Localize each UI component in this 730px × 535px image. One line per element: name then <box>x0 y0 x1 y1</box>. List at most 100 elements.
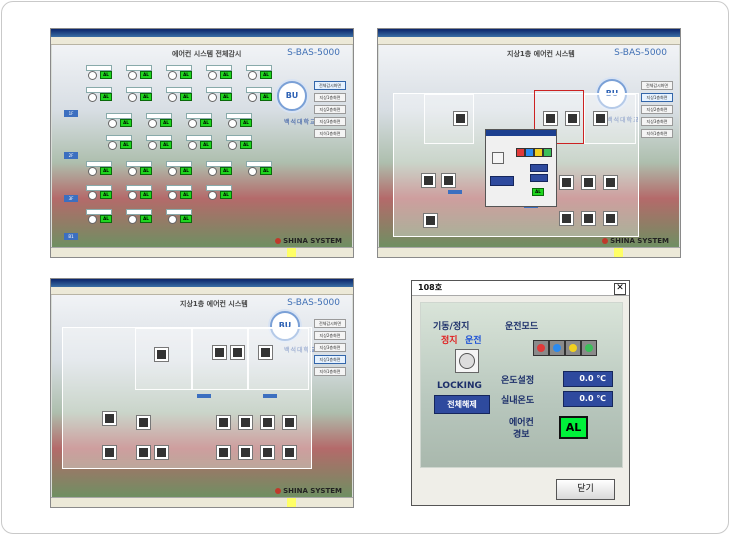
unit-alarm[interactable]: AL <box>100 191 112 199</box>
menu-bar[interactable] <box>51 287 353 295</box>
unit-icon[interactable] <box>208 93 217 102</box>
ac-unit-icon[interactable] <box>582 176 595 189</box>
mode-cool-button[interactable] <box>516 148 525 157</box>
ac-unit-icon[interactable] <box>217 416 230 429</box>
room[interactable] <box>584 94 636 144</box>
ac-unit-icon[interactable] <box>442 174 455 187</box>
ac-unit-icon[interactable] <box>560 176 573 189</box>
ac-unit-icon[interactable] <box>454 112 467 125</box>
unit-alarm[interactable]: AL <box>180 93 192 101</box>
unit-alarm[interactable]: AL <box>140 167 152 175</box>
ac-unit-icon[interactable] <box>283 446 296 459</box>
unit-alarm[interactable]: AL <box>100 71 112 79</box>
unit-alarm[interactable]: AL <box>220 71 232 79</box>
power-switch-icon[interactable] <box>492 152 504 164</box>
ac-unit-icon[interactable] <box>604 212 617 225</box>
unit-icon[interactable] <box>228 119 237 128</box>
close-icon[interactable]: ✕ <box>614 283 626 295</box>
unit-alarm[interactable]: AL <box>140 215 152 223</box>
unit-alarm[interactable]: AL <box>220 167 232 175</box>
unit-icon[interactable] <box>88 71 97 80</box>
ac-unit-icon[interactable] <box>259 346 272 359</box>
unit-alarm[interactable]: AL <box>180 191 192 199</box>
unit-alarm[interactable]: AL <box>160 119 172 127</box>
ac-unit-icon[interactable] <box>422 174 435 187</box>
unit-alarm[interactable]: AL <box>260 93 272 101</box>
ac-unit-icon[interactable] <box>582 212 595 225</box>
ac-unit-icon[interactable] <box>155 446 168 459</box>
nav-button-floor2[interactable]: 지상2층화면 <box>314 331 346 340</box>
unit-icon[interactable] <box>128 191 137 200</box>
unit-alarm[interactable]: AL <box>180 71 192 79</box>
ac-unit-icon[interactable] <box>239 416 252 429</box>
mode-heat-button[interactable] <box>525 148 534 157</box>
unit-icon[interactable] <box>148 119 157 128</box>
unit-alarm[interactable]: AL <box>120 119 132 127</box>
unit-alarm[interactable]: AL <box>220 191 232 199</box>
nav-button-floor3[interactable]: 지상3층화면 <box>314 117 346 126</box>
room[interactable] <box>191 328 249 390</box>
unit-icon[interactable] <box>128 215 137 224</box>
unit-icon[interactable] <box>168 215 177 224</box>
unit-alarm[interactable]: AL <box>200 119 212 127</box>
unit-control-popup[interactable]: AL <box>485 129 557 207</box>
unit-icon[interactable] <box>168 93 177 102</box>
unit-icon[interactable] <box>248 167 257 176</box>
ac-unit-icon[interactable] <box>560 212 573 225</box>
ac-unit-icon[interactable] <box>231 346 244 359</box>
ac-unit-icon[interactable] <box>424 214 437 227</box>
nav-button-floor2[interactable]: 지상2층화면 <box>314 105 346 114</box>
unit-icon[interactable] <box>128 167 137 176</box>
unit-alarm[interactable]: AL <box>140 191 152 199</box>
nav-button-floor3[interactable]: 지상3층화면 <box>314 343 346 352</box>
unit-icon[interactable] <box>188 141 197 150</box>
unit-icon[interactable] <box>88 191 97 200</box>
unit-icon[interactable] <box>108 119 117 128</box>
unlock-all-button[interactable] <box>490 176 514 186</box>
unit-control-dialog[interactable]: 108호 ✕ 기동/정지 정지 운전 운전모드 LOCKING 전체해제 온도설… <box>411 280 630 506</box>
ac-unit-icon[interactable] <box>103 446 116 459</box>
power-switch[interactable] <box>455 349 479 373</box>
ac-unit-icon[interactable] <box>155 348 168 361</box>
unit-alarm[interactable]: AL <box>140 71 152 79</box>
menu-bar[interactable] <box>378 37 680 45</box>
unit-icon[interactable] <box>208 167 217 176</box>
nav-button-floor1[interactable]: 지상1층화면 <box>641 93 673 102</box>
nav-button-overall[interactable]: 전체감시화면 <box>314 319 346 328</box>
unit-icon[interactable] <box>208 191 217 200</box>
ac-unit-icon[interactable] <box>261 416 274 429</box>
unit-icon[interactable] <box>248 93 257 102</box>
unit-alarm[interactable]: AL <box>240 119 252 127</box>
unit-icon[interactable] <box>208 71 217 80</box>
unit-icon[interactable] <box>168 191 177 200</box>
unit-alarm[interactable]: AL <box>240 141 252 149</box>
unit-alarm[interactable]: AL <box>260 167 272 175</box>
ac-unit-icon[interactable] <box>213 346 226 359</box>
ac-unit-icon[interactable] <box>604 176 617 189</box>
ac-unit-icon[interactable] <box>103 412 116 425</box>
nav-button-overall[interactable]: 전체감시화면 <box>641 81 673 90</box>
unlock-all-button[interactable]: 전체해제 <box>434 395 490 414</box>
unit-alarm[interactable]: AL <box>100 215 112 223</box>
unit-icon[interactable] <box>168 71 177 80</box>
unit-icon[interactable] <box>148 141 157 150</box>
nav-button-basement[interactable]: 지하1층화면 <box>314 129 346 138</box>
nav-button-floor3[interactable]: 지상3층화면 <box>641 117 673 126</box>
ac-unit-icon[interactable] <box>261 446 274 459</box>
unit-icon[interactable] <box>228 141 237 150</box>
mode-dry-button[interactable] <box>581 340 597 356</box>
nav-button-overall[interactable]: 전체감시화면 <box>314 81 346 90</box>
unit-icon[interactable] <box>128 71 137 80</box>
unit-alarm[interactable]: AL <box>100 93 112 101</box>
menu-bar[interactable] <box>51 37 353 45</box>
unit-alarm[interactable]: AL <box>160 141 172 149</box>
nav-button-basement[interactable]: 지하1층화면 <box>641 129 673 138</box>
mode-fan-button[interactable] <box>565 340 581 356</box>
unit-icon[interactable] <box>88 215 97 224</box>
popup-title-bar[interactable] <box>486 130 556 136</box>
unit-alarm[interactable]: AL <box>180 215 192 223</box>
room[interactable] <box>247 328 309 390</box>
ac-unit-icon[interactable] <box>594 112 607 125</box>
unit-icon[interactable] <box>168 167 177 176</box>
unit-alarm[interactable]: AL <box>120 141 132 149</box>
